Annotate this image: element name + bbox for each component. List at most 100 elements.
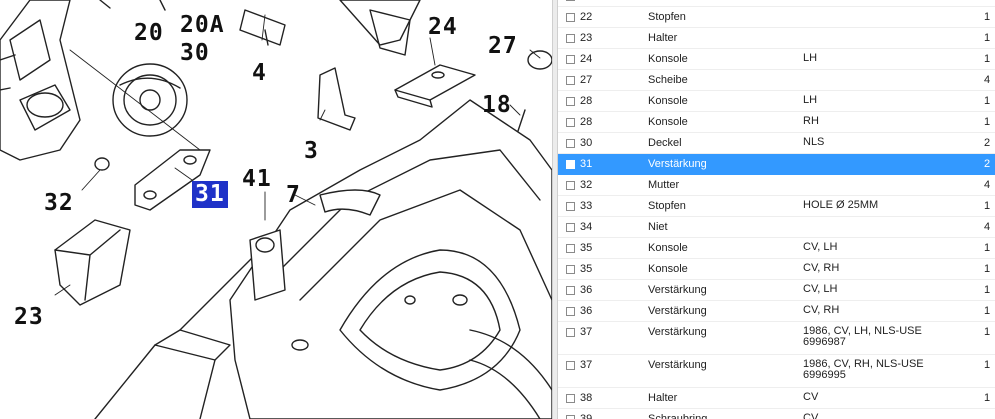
part-name: Schraubring [648,413,708,419]
callout-20[interactable]: 20 [134,20,164,46]
part-number: 22 [580,11,593,23]
part-name: Verstärkung [648,359,707,371]
row-checkbox[interactable] [566,202,575,211]
part-number: 35 [580,242,593,254]
part-remark: CV [803,412,819,419]
part-name: Deckel [648,137,682,149]
part-number: 34 [580,221,593,233]
part-number: 31 [580,158,593,170]
callout-24[interactable]: 24 [428,14,458,40]
exploded-parts-diagram: 20 20A 30 4 24 27 18 3 32 31 41 7 23 [0,0,552,419]
diagram-drawing [0,0,552,419]
part-quantity: 1 [984,95,991,107]
row-checkbox[interactable] [566,76,575,85]
row-checkbox[interactable] [566,13,575,22]
callout-7[interactable]: 7 [286,182,301,208]
row-checkbox[interactable] [566,181,575,190]
callout-32[interactable]: 32 [44,190,74,216]
parts-row[interactable]: 37 Verstärkung 1986, CV, RH, NLS-USE 69969… [558,355,995,388]
row-checkbox[interactable] [566,415,575,419]
part-name: Verstärkung [648,326,707,338]
row-checkbox[interactable] [566,328,575,337]
part-quantity: 1 [984,392,991,404]
callout-41[interactable]: 41 [242,166,272,192]
row-checkbox[interactable] [566,286,575,295]
part-remark: CV, RH [803,262,840,274]
callout-3[interactable]: 3 [304,138,319,164]
row-checkbox[interactable] [566,244,575,253]
callout-31-highlighted[interactable]: 31 [192,181,228,208]
parts-row[interactable]: 39 Schraubring CV [558,409,995,419]
row-checkbox[interactable] [566,265,575,274]
parts-row[interactable] [558,0,995,7]
row-checkbox[interactable] [566,34,575,43]
part-number: 33 [580,200,593,212]
row-checkbox[interactable] [566,223,575,232]
row-checkbox[interactable] [566,118,575,127]
part-remark: CV [803,391,819,403]
row-checkbox[interactable] [566,361,575,370]
callout-18[interactable]: 18 [482,92,512,118]
part-name: Stopfen [648,200,686,212]
part-name: Konsole [648,242,688,254]
parts-row-selected[interactable]: 31 Verstärkung 2 [558,154,995,175]
row-checkbox[interactable] [566,0,575,1]
part-quantity: 2 [984,137,991,149]
callout-20a[interactable]: 20A [180,12,225,38]
row-checkbox[interactable] [566,97,575,106]
callout-27[interactable]: 27 [488,33,518,59]
row-checkbox[interactable] [566,55,575,64]
part-remark: CV, RH [803,304,840,316]
part-remark: 1986, CV, RH, NLS-USE 6996995 [803,358,924,381]
part-number: 37 [580,359,593,371]
part-quantity: 2 [984,158,991,170]
part-quantity: 1 [984,242,991,254]
part-number: 37 [580,326,593,338]
part-remark: HOLE Ø 25MM [803,199,879,211]
part-number: 38 [580,392,593,404]
row-checkbox[interactable] [566,394,575,403]
part-quantity: 1 [984,263,991,275]
pane-splitter[interactable] [552,0,558,419]
part-name: Verstärkung [648,158,707,170]
part-name: Mutter [648,179,680,191]
part-number: 27 [580,74,593,86]
callout-23[interactable]: 23 [14,304,44,330]
part-name: Halter [648,32,678,44]
part-number: 39 [580,413,593,419]
callout-4[interactable]: 4 [252,60,267,86]
part-quantity: 4 [984,179,991,191]
part-remark: CV, LH [803,283,838,295]
callout-30[interactable]: 30 [180,40,210,66]
part-name: Scheibe [648,74,688,86]
part-name: Konsole [648,53,688,65]
part-number: 23 [580,32,593,44]
part-number: 35 [580,263,593,275]
row-checkbox[interactable] [566,160,575,169]
row-checkbox[interactable] [566,307,575,316]
parts-row[interactable]: 34 Niet 4 [558,217,995,238]
part-quantity: 4 [984,221,991,233]
part-name: Niet [648,221,668,233]
part-number: 36 [580,284,593,296]
row-checkbox[interactable] [566,139,575,148]
part-number: 36 [580,305,593,317]
part-number: 28 [580,95,593,107]
part-number: 30 [580,137,593,149]
